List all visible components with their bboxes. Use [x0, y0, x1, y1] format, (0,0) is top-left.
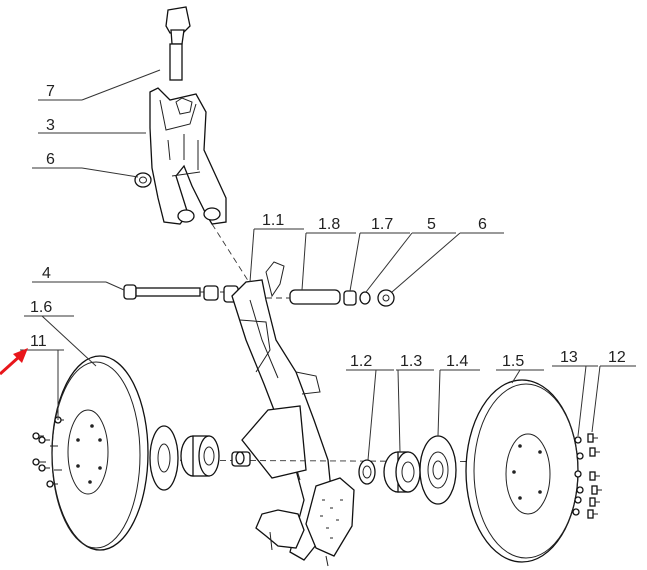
label-1-3: 1.3	[400, 353, 422, 370]
part-labels: 7 3 6 4 1.1 1.8 1.7 5 6 1.6 11 1.2 1.3 1…	[30, 83, 626, 370]
label-1-6: 1.6	[30, 299, 52, 316]
part-1-5-right-disc	[465, 379, 579, 563]
label-6-left: 6	[46, 151, 55, 168]
label-3: 3	[46, 117, 55, 134]
red-arrow-icon	[0, 348, 28, 376]
label-1-8: 1.8	[318, 216, 340, 233]
label-1-2: 1.2	[350, 353, 372, 370]
label-13: 13	[560, 349, 578, 366]
part-6-nut-left	[134, 172, 152, 188]
disc-bolt-holes-right	[512, 444, 542, 500]
label-1-4: 1.4	[446, 353, 468, 370]
part-12-13-bolts-right	[572, 433, 602, 519]
leader-lines	[20, 69, 636, 461]
label-11: 11	[30, 333, 47, 350]
part-1-6-left-disc	[51, 355, 149, 551]
hub-right-parts	[358, 435, 457, 505]
label-1-5: 1.5	[502, 353, 524, 370]
hub-left-parts	[149, 425, 251, 491]
label-4: 4	[42, 265, 51, 282]
right-shaft-group	[266, 289, 395, 307]
part-1-1-arm	[231, 261, 355, 567]
label-1-7: 1.7	[371, 216, 393, 233]
disc-bolt-holes-left	[76, 424, 102, 484]
label-1-1: 1.1	[262, 212, 284, 229]
label-7: 7	[46, 83, 55, 100]
label-5: 5	[427, 216, 436, 233]
label-12: 12	[608, 349, 626, 366]
label-6-right: 6	[478, 216, 487, 233]
part-3-bracket	[149, 87, 227, 225]
part-7-handle-pin	[165, 6, 191, 81]
